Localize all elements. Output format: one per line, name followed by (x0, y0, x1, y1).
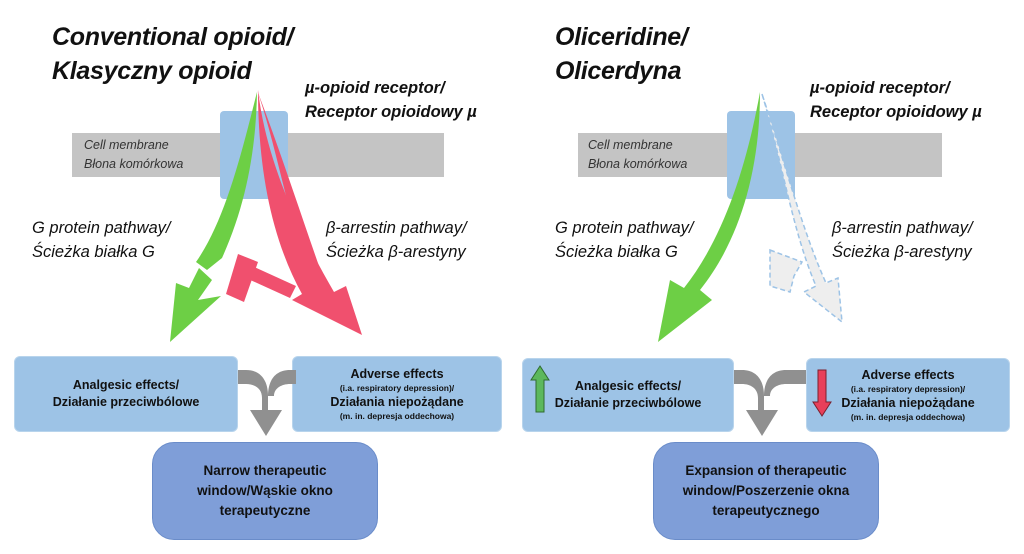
right-b-pathway-line1: β-arrestin pathway/ (832, 219, 973, 237)
left-membrane-line1: Cell membrane (84, 138, 169, 152)
down-arrow-icon (812, 369, 832, 417)
right-g-pathway-label: G protein pathway/ Ścieżka białka G (555, 216, 694, 264)
right-title: Oliceridine/ Olicerdyna (555, 20, 688, 88)
right-g-protein-arrow (658, 92, 760, 342)
right-title-line2: Olicerdyna (555, 57, 682, 85)
left-inhibition-bar (246, 266, 296, 298)
left-beta-arrestin-arrow-body (258, 90, 362, 335)
left-g-pathway-line1: G protein pathway/ (32, 219, 171, 237)
right-adverse-box: Adverse effects (i.a. respiratory depres… (806, 358, 1010, 432)
right-membrane-line1: Cell membrane (588, 138, 673, 152)
left-adverse-line3: Działania niepożądane (330, 395, 464, 409)
right-g-pathway-line2: Ścieżka białka G (555, 243, 678, 261)
right-membrane-label: Cell membrane Błona komórkowa (588, 136, 687, 174)
left-g-pathway-line2: Ścieżka białka G (32, 243, 155, 261)
left-beta-arrestin-arrow (257, 90, 326, 292)
right-therapeutic-window-text: Expansion of therapeutic window/Poszerze… (682, 463, 850, 518)
left-adverse-box: Adverse effects (i.a. respiratory depres… (292, 356, 502, 432)
right-receptor-label-line2: Receptor opioidowy µ (810, 103, 982, 121)
up-arrow-icon (530, 365, 550, 413)
left-inhibition-cap (226, 254, 258, 302)
right-analgesic-line2: Działanie przeciwbólowe (554, 396, 702, 410)
right-membrane-line2: Błona komórkowa (588, 157, 688, 171)
left-therapeutic-window-text: Narrow therapeutic window/Wąskie okno te… (197, 463, 333, 518)
left-therapeutic-window-box: Narrow therapeutic window/Wąskie okno te… (152, 442, 378, 540)
right-title-line1: Oliceridine/ (555, 23, 688, 51)
right-analgesic-box: Analgesic effects/ Działanie przeciwbólo… (522, 358, 734, 432)
left-title: Conventional opioid/ Klasyczny opioid (52, 20, 294, 88)
left-title-line2: Klasyczny opioid (52, 57, 252, 85)
left-b-pathway-line1: β-arrestin pathway/ (326, 219, 467, 237)
right-beta-arrestin-faded-tail (769, 248, 804, 293)
right-beta-arrestin-faded-arrow (761, 93, 843, 324)
left-title-line1: Conventional opioid/ (52, 23, 294, 51)
right-b-pathway-line2: Ścieżka β-arestyny (832, 243, 972, 261)
left-g-protein-arrow-head (170, 268, 221, 342)
right-merge-arrow-icon (734, 370, 806, 436)
left-membrane-label: Cell membrane Błona komórkowa (84, 136, 183, 174)
left-adverse-line2: (i.a. respiratory depression)/ (339, 383, 455, 393)
right-adverse-line1: Adverse effects (861, 368, 955, 382)
right-adverse-line3: Działania niepożądane (841, 396, 975, 410)
right-adverse-line4: (m. in. depresja oddechowa) (850, 412, 966, 422)
left-merge-arrow-icon (238, 370, 296, 436)
left-receptor-label-line1: µ-opioid receptor/ (305, 79, 445, 97)
left-analgesic-box: Analgesic effects/ Działanie przeciwbólo… (14, 356, 238, 432)
left-g-pathway-label: G protein pathway/ Ścieżka białka G (32, 216, 171, 264)
right-b-pathway-label: β-arrestin pathway/ Ścieżka β-arestyny (832, 216, 973, 264)
left-g-protein-arrow (196, 92, 257, 270)
left-b-pathway-label: β-arrestin pathway/ Ścieżka β-arestyny (326, 216, 467, 264)
left-receptor-label-line2: Receptor opioidowy µ (305, 103, 477, 121)
left-adverse-line1: Adverse effects (350, 367, 444, 381)
left-membrane-line2: Błona komórkowa (84, 157, 184, 171)
right-receptor-label-line1: µ-opioid receptor/ (810, 79, 950, 97)
left-analgesic-line1: Analgesic effects/ (72, 378, 180, 392)
left-b-pathway-line2: Ścieżka β-arestyny (326, 243, 466, 261)
left-receptor-label: µ-opioid receptor/ Receptor opioidowy µ (305, 76, 477, 124)
left-analgesic-line2: Działanie przeciwbólowe (52, 395, 200, 409)
right-receptor-label: µ-opioid receptor/ Receptor opioidowy µ (810, 76, 982, 124)
right-therapeutic-window-box: Expansion of therapeutic window/Poszerze… (653, 442, 879, 540)
left-adverse-line4: (m. in. depresja oddechowa) (339, 411, 455, 421)
right-g-pathway-line1: G protein pathway/ (555, 219, 694, 237)
right-adverse-line2: (i.a. respiratory depression)/ (850, 384, 966, 394)
right-analgesic-line1: Analgesic effects/ (574, 379, 682, 393)
